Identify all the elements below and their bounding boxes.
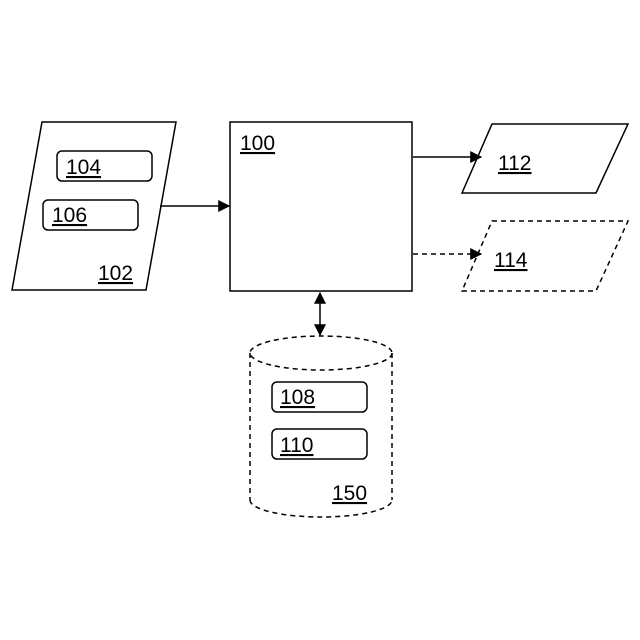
storage-cylinder-top bbox=[250, 336, 392, 370]
input-item-label-104: 104 bbox=[66, 156, 101, 179]
processor-label: 100 bbox=[240, 132, 275, 155]
output-dashed-label: 114 bbox=[494, 249, 528, 272]
storage-item-label-110: 110 bbox=[280, 434, 313, 457]
storage-item-label-108: 108 bbox=[280, 386, 315, 409]
input-block-label: 102 bbox=[98, 262, 133, 285]
output-parallelogram-solid: 112 bbox=[462, 124, 628, 193]
input-parallelogram-shape bbox=[12, 122, 176, 290]
input-parallelogram: 104 106 102 bbox=[12, 122, 176, 290]
processor-box: 100 bbox=[230, 122, 412, 291]
output-parallelogram-dashed: 114 bbox=[462, 221, 628, 291]
input-item-label-106: 106 bbox=[52, 204, 87, 227]
output-solid-shape bbox=[462, 124, 628, 193]
storage-cylinder: 108 110 150 bbox=[250, 336, 392, 517]
storage-label: 150 bbox=[332, 482, 367, 505]
storage-cylinder-bottom bbox=[250, 500, 392, 517]
output-dashed-shape bbox=[462, 221, 628, 291]
output-solid-label: 112 bbox=[498, 152, 531, 175]
